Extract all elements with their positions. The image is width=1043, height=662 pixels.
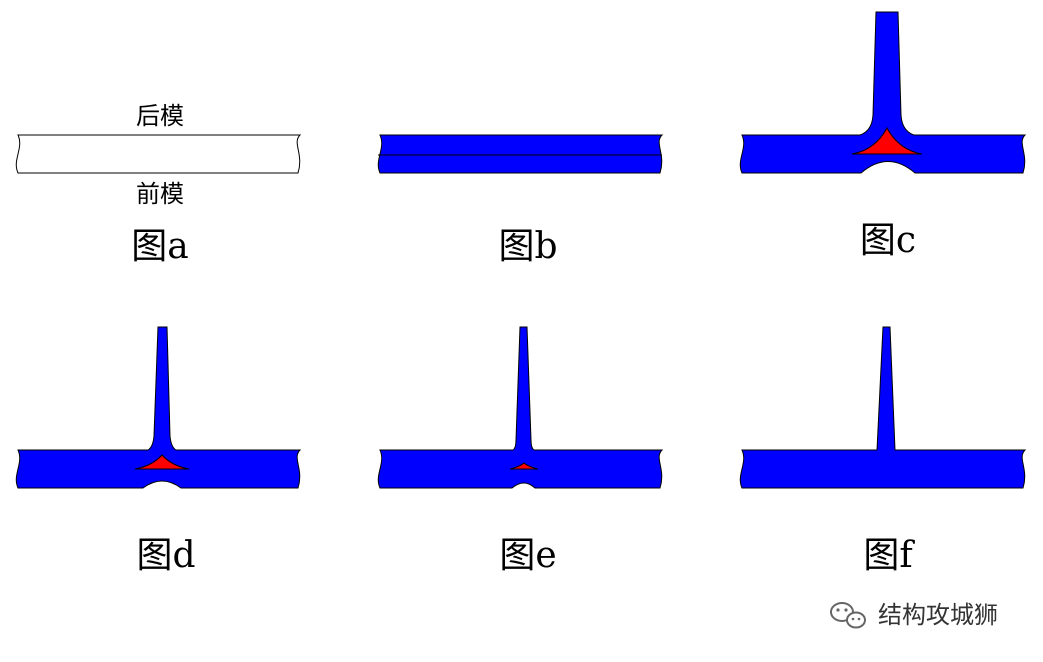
figure-a-caption: 图a bbox=[131, 226, 188, 267]
plate-with-rib-c bbox=[739, 11, 1027, 174]
mold-cavity-a bbox=[15, 134, 302, 174]
figure-e: 图e bbox=[377, 326, 664, 576]
plate-with-rib-e bbox=[377, 326, 664, 489]
figure-c-caption: 图c bbox=[860, 220, 916, 261]
figure-b: 图b bbox=[377, 134, 664, 267]
figure-b-caption: 图b bbox=[498, 226, 557, 267]
wechat-icon bbox=[830, 602, 866, 629]
figure-e-caption: 图e bbox=[499, 535, 556, 576]
plate-b bbox=[377, 134, 664, 174]
figure-a: 后模 前模 图a bbox=[15, 102, 302, 267]
sink-void-d bbox=[134, 454, 190, 470]
front-mold-label: 前模 bbox=[136, 180, 184, 208]
figure-c: 图c bbox=[739, 11, 1027, 261]
plate-with-rib-f bbox=[739, 326, 1027, 489]
figure-d: 图d bbox=[15, 326, 302, 576]
figure-f-caption: 图f bbox=[863, 535, 915, 576]
watermark: 结构攻城狮 bbox=[830, 601, 998, 629]
sink-void-c bbox=[851, 126, 923, 155]
back-mold-label: 后模 bbox=[136, 102, 184, 130]
watermark-text: 结构攻城狮 bbox=[878, 601, 998, 629]
plate-with-rib-d bbox=[15, 326, 302, 489]
figure-f: 图f bbox=[739, 326, 1027, 576]
figure-d-caption: 图d bbox=[136, 535, 195, 576]
sink-void-e bbox=[509, 462, 539, 470]
